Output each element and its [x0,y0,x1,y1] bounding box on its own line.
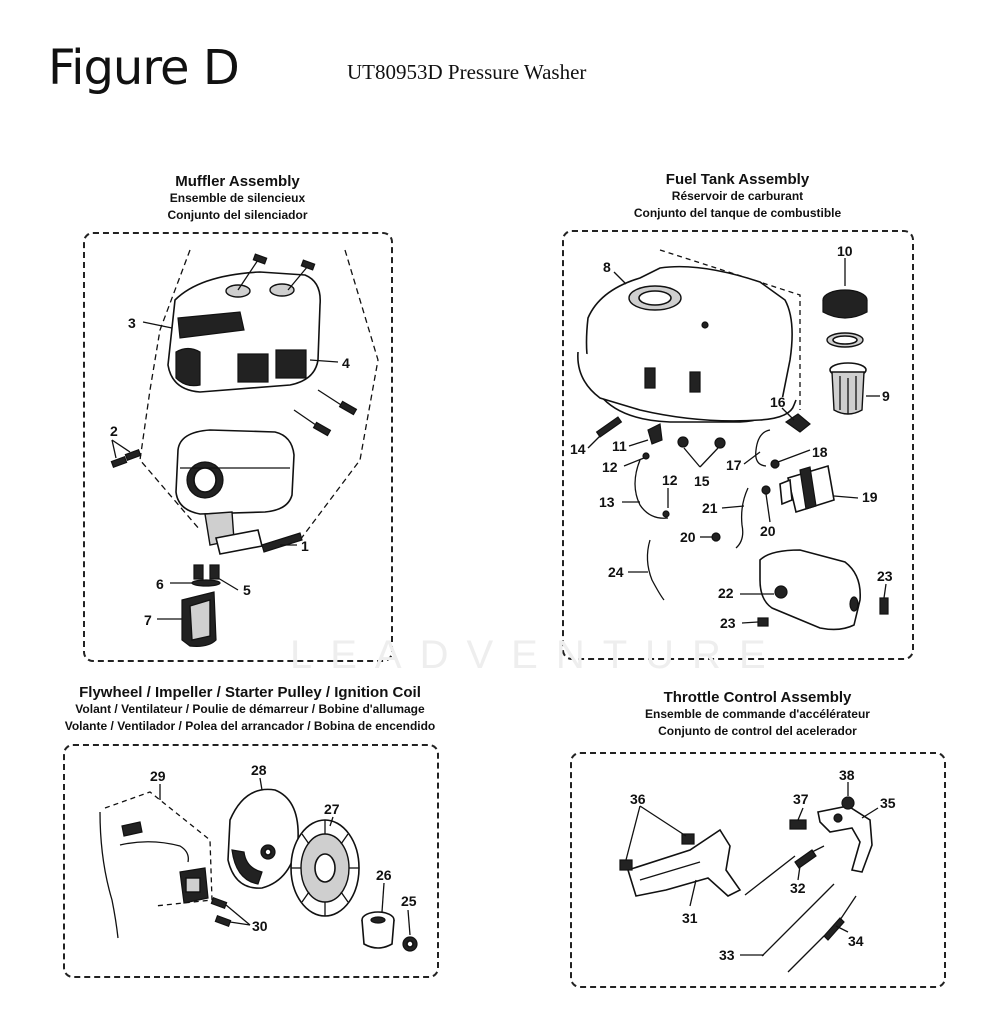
throttle-section-title: Throttle Control Assembly Ensemble de co… [620,689,895,740]
flywheel-section-title: Flywheel / Impeller / Starter Pulley / I… [40,684,460,735]
callout-22: 22 [718,585,734,601]
callout-20b: 20 [680,529,696,545]
callout-19: 19 [862,489,878,505]
callout-35: 35 [880,795,896,811]
flywheel-title-en: Flywheel / Impeller / Starter Pulley / I… [79,684,421,701]
muffler-drawing: 2 3 4 1 5 6 7 [110,249,379,647]
heat-shield [167,271,322,393]
ignition-coil [179,867,209,904]
fuel-tank-title-fr: Réservoir de carburant [671,189,804,203]
callout-32: 32 [790,880,806,896]
callout-17: 17 [726,457,742,473]
fuel-tank-panel [562,230,914,660]
callout-1: 1 [301,538,309,554]
starter-pulley [227,788,299,889]
model-subtitle: UT80953D Pressure Washer [347,60,587,84]
callout-8: 8 [603,259,611,275]
callout-29: 29 [150,768,166,784]
muffler-panel [83,232,393,662]
callout-34: 34 [848,933,864,949]
muffler-title-es: Conjunto del silenciador [167,208,308,222]
callout-9: 9 [882,388,890,404]
throttle-title-fr: Ensemble de commande d'accélérateur [645,707,870,721]
flywheel-title-es: Volante / Ventilador / Polea del arranca… [64,719,436,733]
callout-7: 7 [144,612,152,628]
callout-3: 3 [128,315,136,331]
callout-11: 11 [612,438,627,454]
callout-18: 18 [812,444,828,460]
flywheel-drawing: 29 28 27 26 25 30 [99,762,418,952]
fuel-tank-drawing: 8 10 9 14 11 12 15 12 13 16 17 18 19 21 … [570,243,893,631]
throttle-lever [817,805,873,873]
callout-12b: 12 [662,472,678,488]
flywheel-fan [290,819,360,917]
callout-26: 26 [376,867,392,883]
fuel-tank-title-en: Fuel Tank Assembly [665,171,810,188]
throttle-title-en: Throttle Control Assembly [663,689,852,706]
throttle-panel [570,752,946,988]
fuel-cap [822,289,868,348]
callout-12: 12 [602,459,618,475]
callout-24: 24 [608,564,624,580]
fuel-filter-strainer [829,362,867,415]
starter-cup [361,911,395,949]
fuel-tank-section-title: Fuel Tank Assembly Réservoir de carburan… [610,171,865,222]
callout-23b: 23 [720,615,736,631]
muffler-body [175,429,295,555]
callout-14: 14 [570,441,586,457]
callout-38: 38 [839,767,855,783]
fuel-tank [577,265,797,423]
callout-28: 28 [251,762,267,778]
callout-27: 27 [324,801,340,817]
watermark: LEADVENTURE [290,633,784,677]
flywheel-title-fr: Volant / Ventilateur / Poulie de démarre… [75,702,425,716]
callout-4: 4 [342,355,350,371]
callout-20: 20 [760,523,776,539]
callout-6: 6 [156,576,164,592]
callout-25: 25 [401,893,417,909]
callout-2: 2 [110,423,118,439]
callout-23: 23 [877,568,893,584]
throttle-drawing: 36 37 38 35 32 31 33 34 [619,767,896,973]
callout-31: 31 [682,910,698,926]
throttle-bracket [627,828,742,897]
callout-37: 37 [793,791,809,807]
callout-30: 30 [252,918,268,934]
callout-36: 36 [630,791,646,807]
figure-title: Figure D [48,40,240,96]
callout-21: 21 [702,500,718,516]
callout-15: 15 [694,473,710,489]
muffler-title-en: Muffler Assembly [175,173,300,190]
callout-33: 33 [719,947,735,963]
callout-16: 16 [770,394,786,410]
throttle-title-es: Conjunto de control del acelerador [658,724,857,738]
fuel-tank-title-es: Conjunto del tanque de combustible [633,206,842,220]
inline-fuel-filter [779,464,835,514]
callout-5: 5 [243,582,251,598]
callout-10: 10 [837,243,853,259]
muffler-title-fr: Ensemble de silencieux [169,191,306,205]
tank-cover [759,549,862,631]
flywheel-panel [63,744,439,978]
callout-13: 13 [599,494,615,510]
spark-arrestor [181,591,217,647]
muffler-section-title: Muffler Assembly Ensemble de silencieux … [120,173,355,224]
